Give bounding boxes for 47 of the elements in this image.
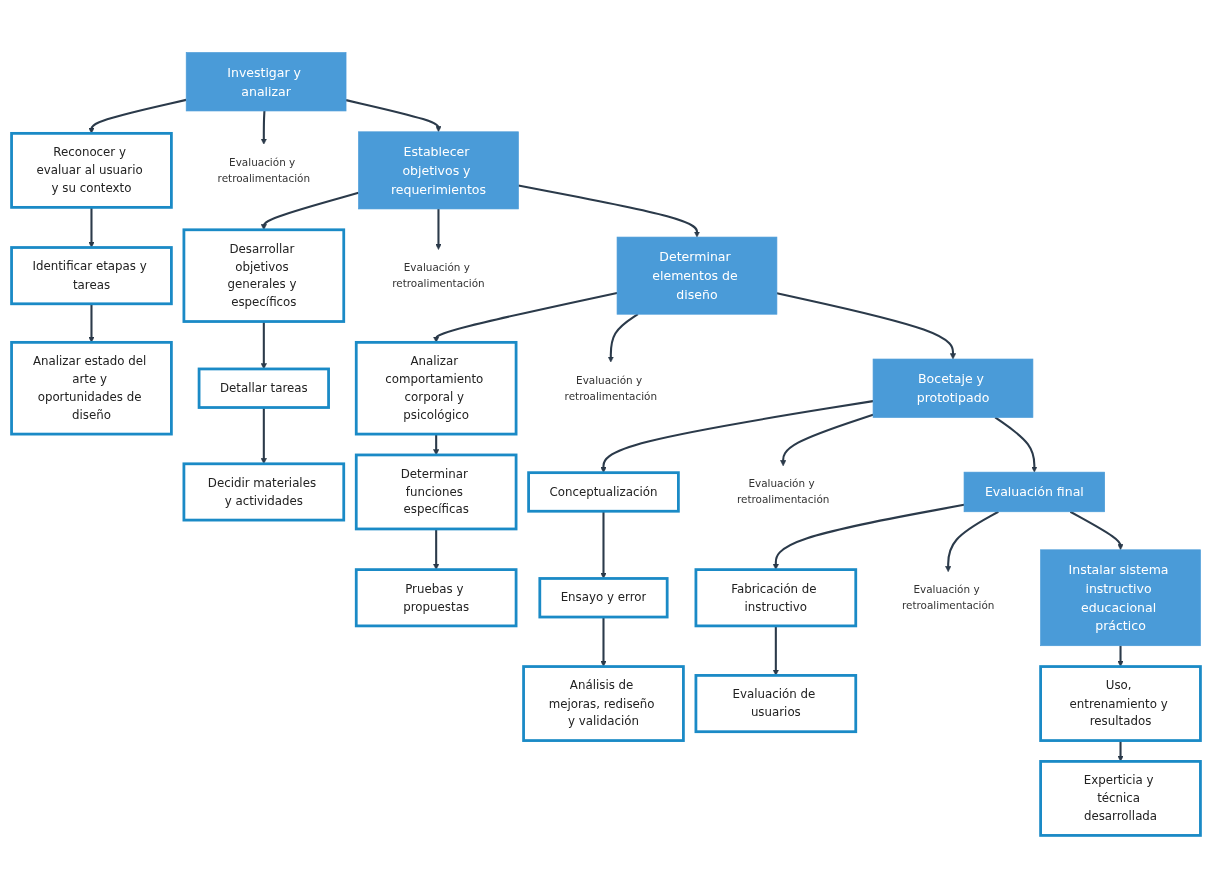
node-box: Identificar etapas y tareas [10,245,173,305]
node-box: Evaluación final [963,471,1105,512]
arrow [945,510,999,572]
arrow [260,110,267,145]
arrow [600,616,607,667]
node-box: Ensayo y error [538,576,669,618]
node-box: Instalar sistema instructivo educacional práctico [1040,548,1201,646]
node-box: Fabricación de instructivo [694,567,858,627]
node-text: Evaluación y retroalimentación [736,477,830,506]
arrow [433,433,440,455]
node-text: Evaluación y retroalimentación [217,155,311,184]
node-box: Bocetaje y prototipado [872,358,1034,418]
arrow [345,98,442,132]
node-box: Reconocer y evaluar al usuario y su contexto [10,131,173,209]
node-box: Detallar tareas [197,367,330,409]
node-box: Decidir materiales y actividades [182,461,346,521]
arrow [994,416,1038,472]
arrow [776,291,957,359]
node-text: Evaluación y retroalimentación [392,260,485,290]
node-text: Evaluación y retroalimentación [901,583,995,612]
arrow [433,528,440,570]
node-box: Investigar y analizar [185,51,347,111]
node-box: Desarrollar objetivos generales y específicos [182,227,346,323]
node-box: Analizar comportamiento corporal y psicológico [354,340,518,435]
arrow [780,413,874,466]
arrow [518,184,701,237]
arrow [607,312,639,362]
arrow [260,191,359,230]
node-box: Análisis de mejoras, rediseño y validación [522,664,685,742]
arrow [260,407,267,464]
arrow [88,206,95,248]
node-box: Evaluación de usuarios [694,673,858,733]
arrow [1117,645,1124,667]
arrow [772,503,965,570]
node-box: Determinar elementos de diseño [616,236,778,315]
node-text: Evaluación y retroalimentación [564,373,658,402]
arrow [1069,510,1124,550]
node-box: Conceptualización [527,470,680,513]
arrow [260,321,267,369]
arrow [600,399,874,473]
node-box: Determinar funciones específicas [354,453,518,530]
node-box: Establecer objetivos y requerimientos [358,130,519,209]
node-box: Analizar estado del arte y oportunidades de diseño [10,340,173,435]
node-box: Uso, entrenamiento y resultados [1039,664,1202,742]
node-box: Pruebas y propuestas [354,567,518,627]
arrow [435,208,442,250]
node-box: Experticia y técnica desarrollada [1039,759,1202,837]
